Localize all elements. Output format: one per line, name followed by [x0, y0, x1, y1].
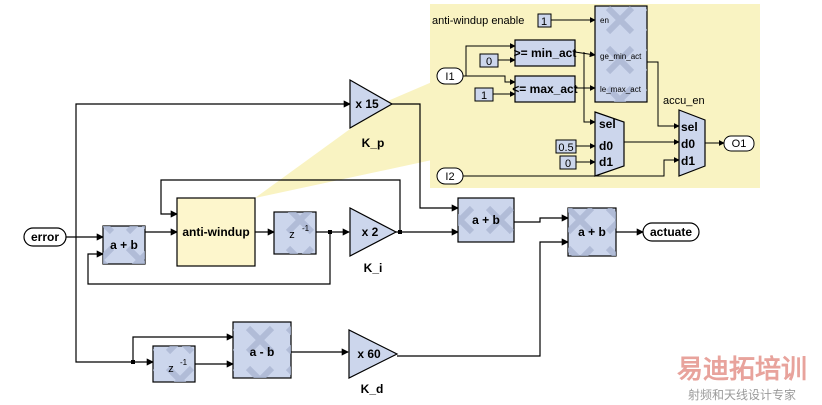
i2-port-label: I2 — [445, 171, 454, 183]
gain-kp-name: K_p — [362, 136, 385, 150]
junction-dots — [131, 230, 402, 364]
mux-2-sel: sel — [681, 120, 698, 134]
gain-ki-value: x 2 — [362, 225, 379, 239]
zero-const[interactable]: 0 — [559, 155, 577, 170]
compare-ge-block[interactable]: >= min_act — [514, 39, 577, 67]
subtractor-label: a - b — [250, 345, 275, 359]
i2-port[interactable]: I2 — [436, 167, 464, 185]
wires — [66, 100, 644, 368]
adder-error-label: a + b — [110, 238, 138, 252]
gain-kd-name: K_d — [361, 382, 384, 396]
logic-port-en: en — [600, 16, 609, 25]
i1-port-label: I1 — [445, 71, 454, 83]
enable-logic-block[interactable]: en ge_min_act le_max_act — [594, 5, 648, 103]
max-const[interactable]: 1 — [474, 87, 494, 102]
i1-port[interactable]: I1 — [436, 67, 464, 85]
enable-constant-value: 1 — [541, 16, 547, 28]
actuate-port[interactable]: actuate — [642, 222, 700, 242]
anti-windup-label: anti-windup — [182, 225, 249, 239]
adder-error-block[interactable]: a + b — [102, 225, 146, 265]
watermark: 易迪拓培训 射频和天线设计专家 — [677, 355, 807, 402]
min-const-value: 0 — [486, 56, 492, 68]
adder-out-label: a + b — [578, 225, 606, 239]
gain-kd-value: x 60 — [357, 347, 381, 361]
watermark-title: 易迪拓培训 — [677, 355, 807, 385]
mux-1-block[interactable]: sel d0 d1 — [594, 111, 625, 177]
watermark-subtitle: 射频和天线设计专家 — [688, 387, 796, 402]
mux-2-d0: d0 — [681, 137, 695, 151]
mux-1-d0: d0 — [599, 139, 613, 153]
logic-port-le: le_max_act — [600, 85, 642, 94]
compare-le-label: <= max_act — [512, 82, 577, 96]
mux-2-block[interactable]: sel d0 d1 — [678, 109, 706, 177]
error-port-label: error — [31, 230, 59, 244]
mux-1-d1: d1 — [599, 155, 613, 169]
subtractor-block[interactable]: a - b — [232, 321, 292, 379]
zero-const-value: 0 — [565, 158, 571, 170]
o1-port[interactable]: O1 — [723, 135, 755, 152]
gain-kp-value: x 15 — [355, 97, 379, 111]
gain-ki-name: K_i — [364, 261, 383, 275]
adder-pi-block[interactable]: a + b — [457, 197, 515, 243]
o1-port-label: O1 — [732, 138, 747, 150]
enable-constant[interactable]: 1 — [537, 13, 552, 28]
gain-kd-block[interactable]: x 60 — [348, 329, 399, 379]
mux-2-d1: d1 — [681, 154, 695, 168]
adder-pi-label: a + b — [472, 213, 500, 227]
enable-label: anti-windup enable — [432, 15, 524, 27]
error-port[interactable]: error — [23, 227, 67, 247]
detail-wires — [463, 17, 725, 177]
anti-windup-block[interactable]: anti-windup — [176, 197, 256, 267]
adder-out-block[interactable]: a + b — [567, 207, 617, 257]
compare-le-block[interactable]: <= max_act — [512, 75, 578, 103]
mux-1-sel: sel — [599, 117, 616, 131]
delay-derivative-exp: -1 — [180, 358, 188, 367]
half-const-value: 0.5 — [558, 142, 573, 154]
half-const[interactable]: 0.5 — [555, 139, 577, 154]
delay-integrator-exp: -1 — [302, 224, 310, 233]
max-const-value: 1 — [481, 90, 487, 102]
delay-derivative-block[interactable]: z -1 — [152, 345, 196, 383]
accu-en-label: accu_en — [663, 95, 705, 107]
delay-integrator-block[interactable]: z -1 — [273, 211, 317, 255]
compare-ge-label: >= min_act — [514, 46, 577, 60]
delay-derivative-z: z — [168, 363, 174, 375]
min-const[interactable]: 0 — [479, 53, 499, 68]
gain-ki-block[interactable]: x 2 — [349, 207, 398, 257]
gain-kp-block[interactable]: x 15 — [349, 78, 394, 130]
delay-integrator-z: z — [289, 229, 295, 241]
logic-port-ge: ge_min_act — [600, 52, 642, 61]
actuate-port-label: actuate — [650, 225, 692, 239]
